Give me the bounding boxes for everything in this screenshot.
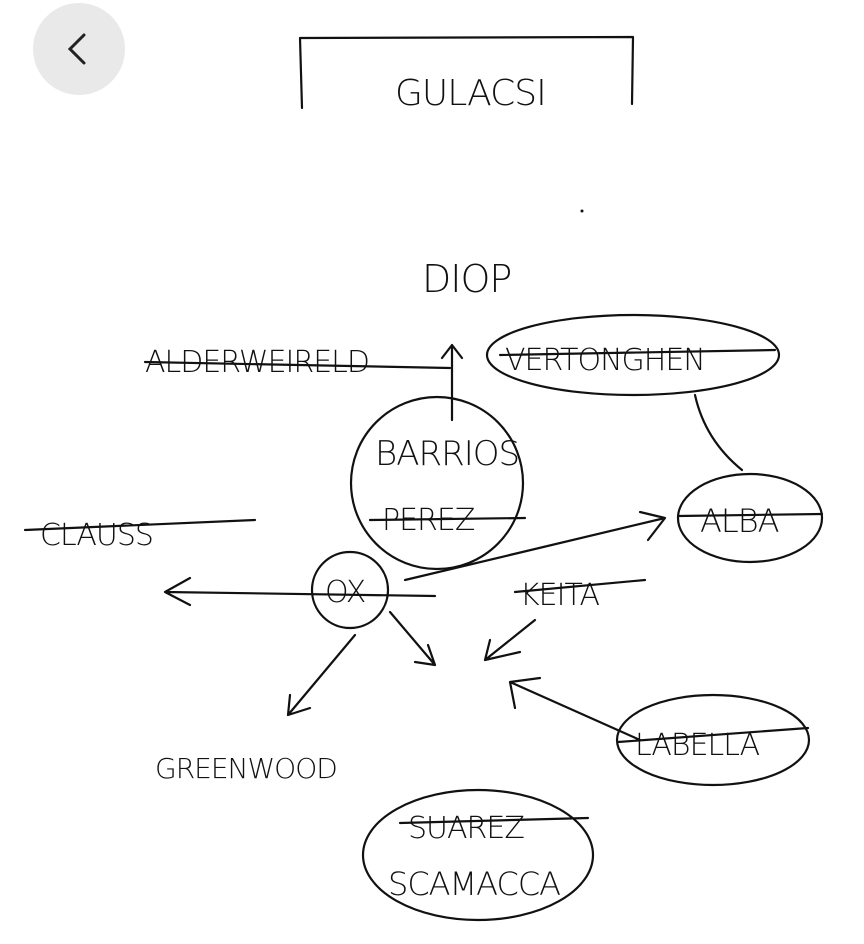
strike-clauss	[23, 518, 257, 532]
arrow-up	[440, 343, 464, 422]
strike-suarez	[398, 816, 590, 825]
chevron-left-icon	[67, 33, 86, 65]
circle-labella	[615, 693, 811, 787]
strike-perez	[368, 516, 527, 522]
arrow-keita-down	[483, 618, 537, 662]
strike-labella	[616, 726, 810, 744]
label-clauss: CLAUSS	[40, 518, 153, 553]
strike-keita	[513, 578, 647, 594]
circle-vertonghen	[485, 313, 781, 397]
label-gulacsi: GULACSI	[395, 73, 546, 114]
label-greenwood: GREENWOOD	[155, 752, 337, 785]
label-vertonghen: VERTONGHEN	[505, 343, 705, 378]
strike-vertonghen	[498, 348, 777, 357]
circle-barrios-perez	[349, 395, 525, 571]
strike-alba	[676, 512, 824, 518]
label-scamacca: SCAMACCA	[388, 865, 560, 903]
circle-alba	[676, 472, 824, 564]
label-diop: DIOP	[422, 257, 511, 301]
stray-dot	[580, 209, 584, 213]
label-alba: ALBA	[700, 502, 779, 540]
goal-box	[298, 35, 635, 110]
label-barrios: BARRIOS	[375, 434, 519, 474]
back-button[interactable]	[33, 3, 125, 95]
arrow-to-greenwood	[286, 633, 357, 717]
label-suarez: SUAREZ	[408, 811, 524, 846]
arrow-labella-in	[508, 676, 642, 742]
arrow-ox-to-alba	[403, 510, 667, 582]
link-vertonghen-alba	[693, 393, 744, 472]
label-ox: OX	[325, 575, 365, 610]
strike-alderweireld	[143, 360, 452, 370]
circle-suarez-scamacca	[361, 788, 595, 922]
arrow-left	[163, 576, 437, 607]
arrow-ox-down	[388, 610, 437, 667]
circle-ox	[310, 550, 390, 630]
label-keita: KEITA	[520, 578, 599, 613]
